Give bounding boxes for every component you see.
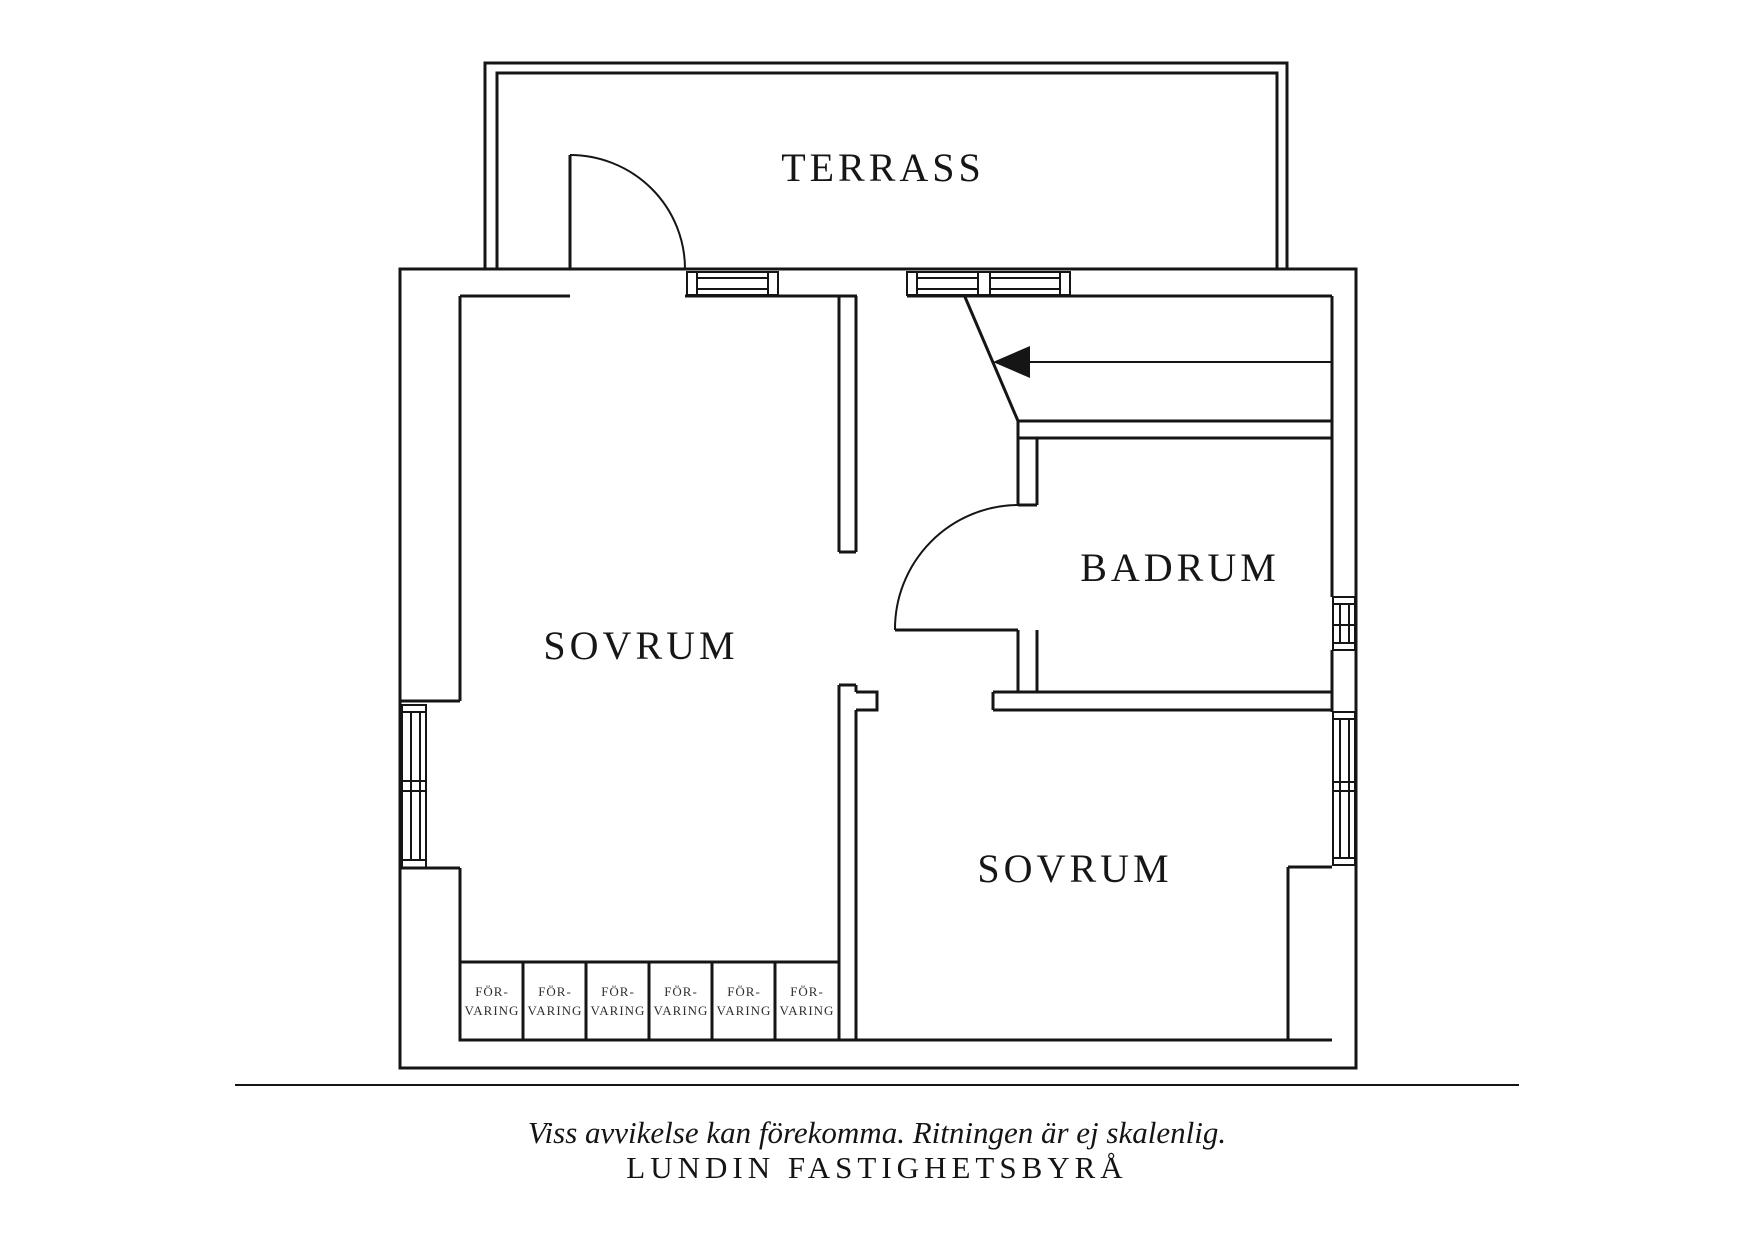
- storage-cell-4: FÖR- VARING: [654, 984, 709, 1018]
- storage-label: FÖR-: [727, 984, 761, 999]
- terrace-door: [568, 154, 686, 270]
- company-name: LUNDIN FASTIGHETSBYRÅ: [626, 1150, 1127, 1185]
- bathroom-door: [893, 504, 1019, 632]
- bathroom-label: BADRUM: [1080, 545, 1280, 590]
- partition-wall: [837, 296, 879, 1040]
- storage-cell-2: FÖR- VARING: [528, 984, 583, 1018]
- top-window-2: [906, 271, 1071, 296]
- bathroom-door-arc: [893, 504, 1019, 631]
- storage-cell-1: FÖR- VARING: [465, 984, 520, 1018]
- storage-cell-3: FÖR- VARING: [591, 984, 646, 1018]
- bedroom-left-label: SOVRUM: [543, 623, 738, 668]
- storage-label: VARING: [717, 1003, 772, 1018]
- exterior-walls: [398, 267, 1358, 1070]
- storage-label: VARING: [528, 1003, 583, 1018]
- disclaimer-text: Viss avvikelse kan förekomma. Ritningen …: [528, 1115, 1226, 1150]
- bathroom-walls: [991, 419, 1332, 712]
- top-window-1: [686, 271, 779, 296]
- bedroom-right-label: SOVRUM: [977, 846, 1172, 891]
- storage-label: FÖR-: [601, 984, 635, 999]
- stairs: [963, 296, 1332, 422]
- storage-cell-5: FÖR- VARING: [717, 984, 772, 1018]
- east-window-bedroom: [1332, 711, 1356, 866]
- storage-label: FÖR-: [664, 984, 698, 999]
- storage-label: FÖR-: [538, 984, 572, 999]
- storage-label: VARING: [591, 1003, 646, 1018]
- storage-cell-6: FÖR- VARING: [780, 984, 835, 1018]
- storage-label: VARING: [465, 1003, 520, 1018]
- storage-label: VARING: [654, 1003, 709, 1018]
- stairs-arrow-icon: [993, 346, 1030, 378]
- storage-units: FÖR- VARING FÖR- VARING FÖR- VARING FÖR-…: [458, 960, 841, 1042]
- terrace-outline: [483, 61, 1289, 269]
- storage-label: FÖR-: [475, 984, 509, 999]
- terrace-label: TERRASS: [781, 145, 985, 190]
- east-window-bathroom: [1332, 596, 1356, 651]
- west-window: [401, 704, 427, 869]
- storage-label: FÖR-: [790, 984, 824, 999]
- terrace-door-arc: [569, 154, 686, 270]
- storage-label: VARING: [780, 1003, 835, 1018]
